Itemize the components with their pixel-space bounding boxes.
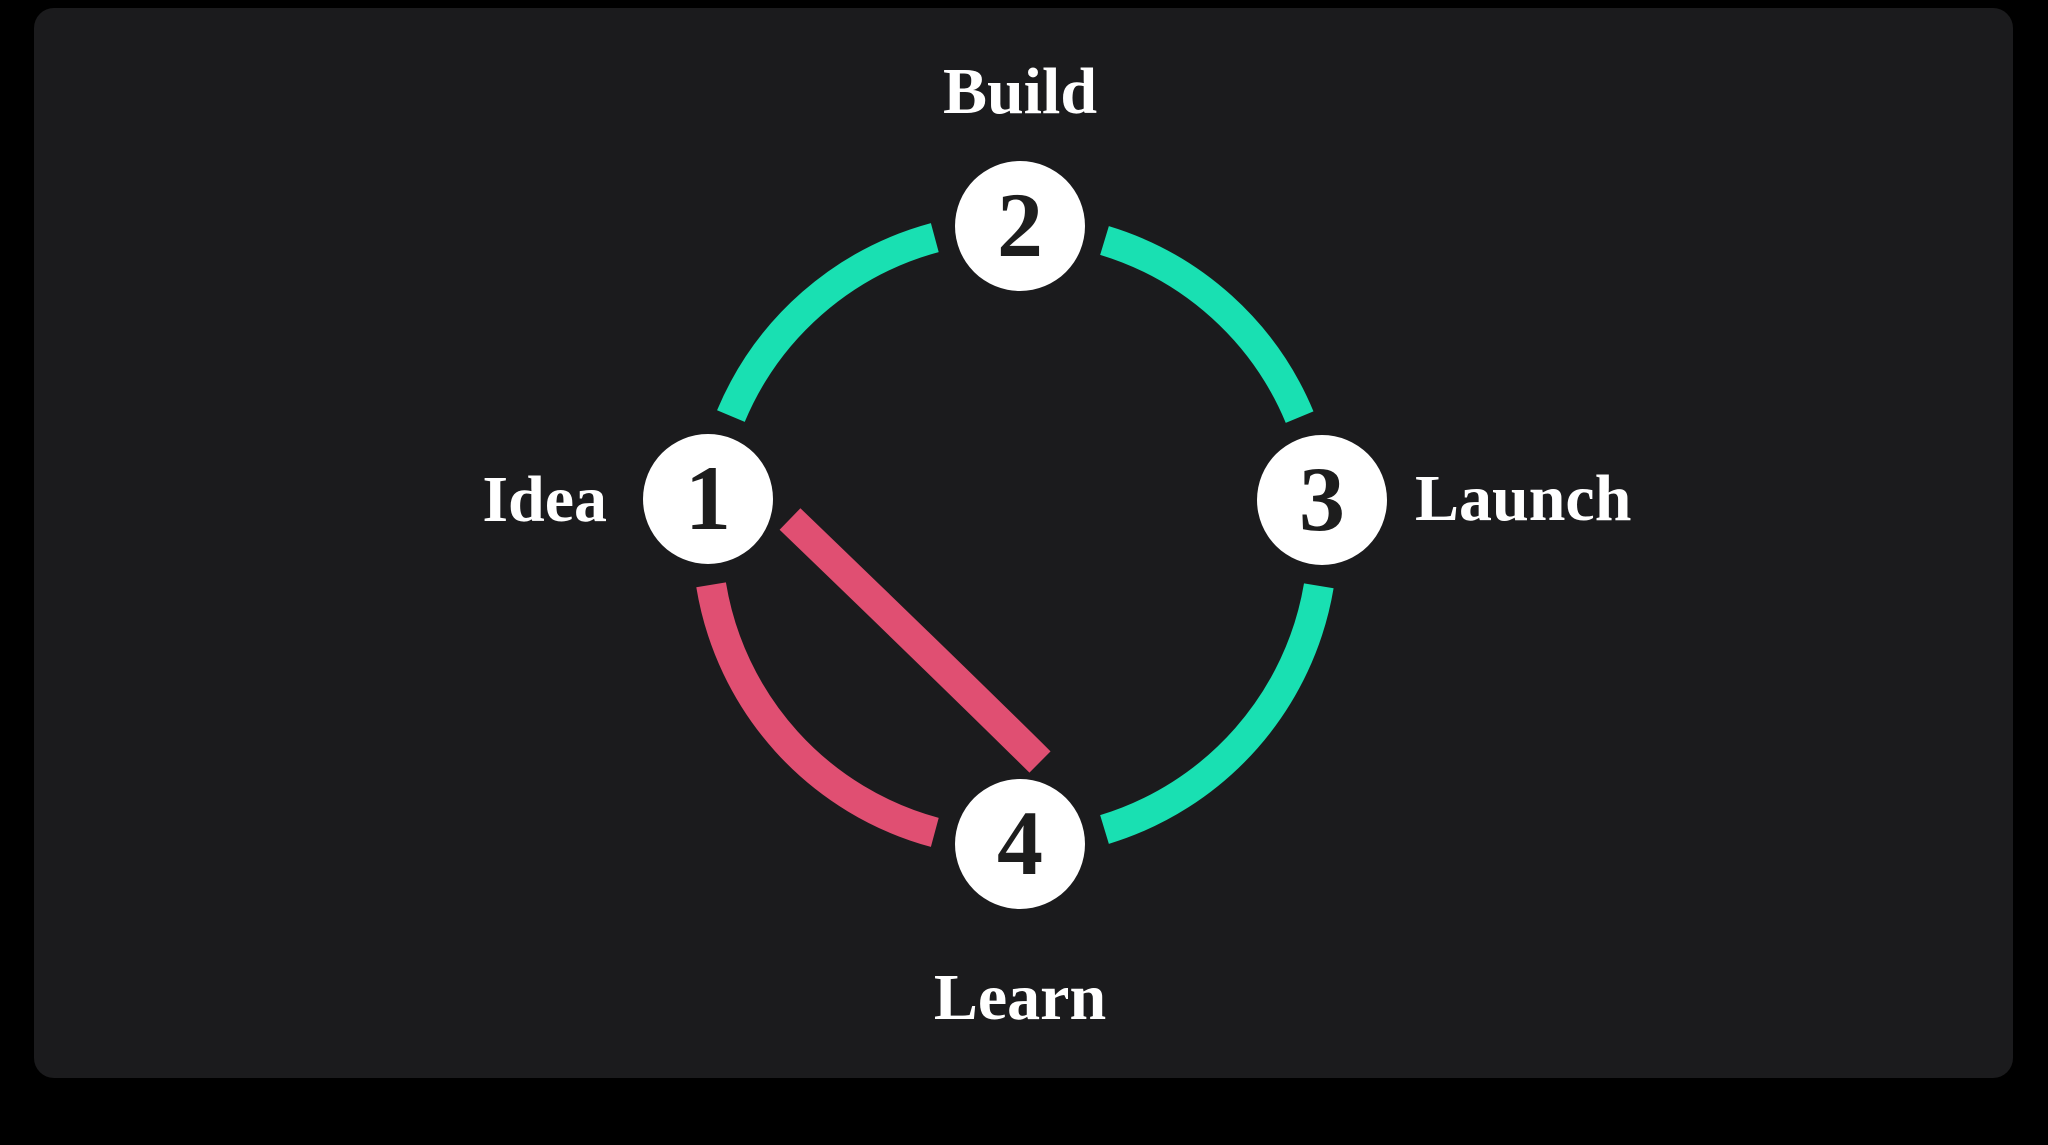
edge-build-launch-arc [1100,226,1314,423]
node-launch-number: 3 [1299,448,1345,550]
edge-launch-learn-arc [1100,583,1334,844]
edge-idea-build-arc [717,223,939,422]
node-build: 2 Build [943,55,1097,291]
node-idea-label: Idea [482,463,607,536]
node-build-label: Build [943,55,1097,128]
node-launch: 3 Launch [1257,435,1631,565]
edge-idea-learn-chord [779,508,1051,773]
node-learn-number: 4 [997,792,1043,894]
node-build-number: 2 [997,174,1043,276]
node-idea: 1 Idea [482,434,773,564]
node-idea-circle [643,434,773,564]
diagram-panel [34,8,2013,1078]
node-launch-circle [1257,435,1387,565]
node-idea-number: 1 [685,447,731,549]
node-learn-label: Learn [934,961,1106,1034]
node-learn: 4 Learn [934,779,1106,1034]
node-launch-label: Launch [1415,462,1631,535]
node-learn-circle [955,779,1085,909]
node-build-circle [955,161,1085,291]
edge-learn-idea-arc [696,582,939,847]
